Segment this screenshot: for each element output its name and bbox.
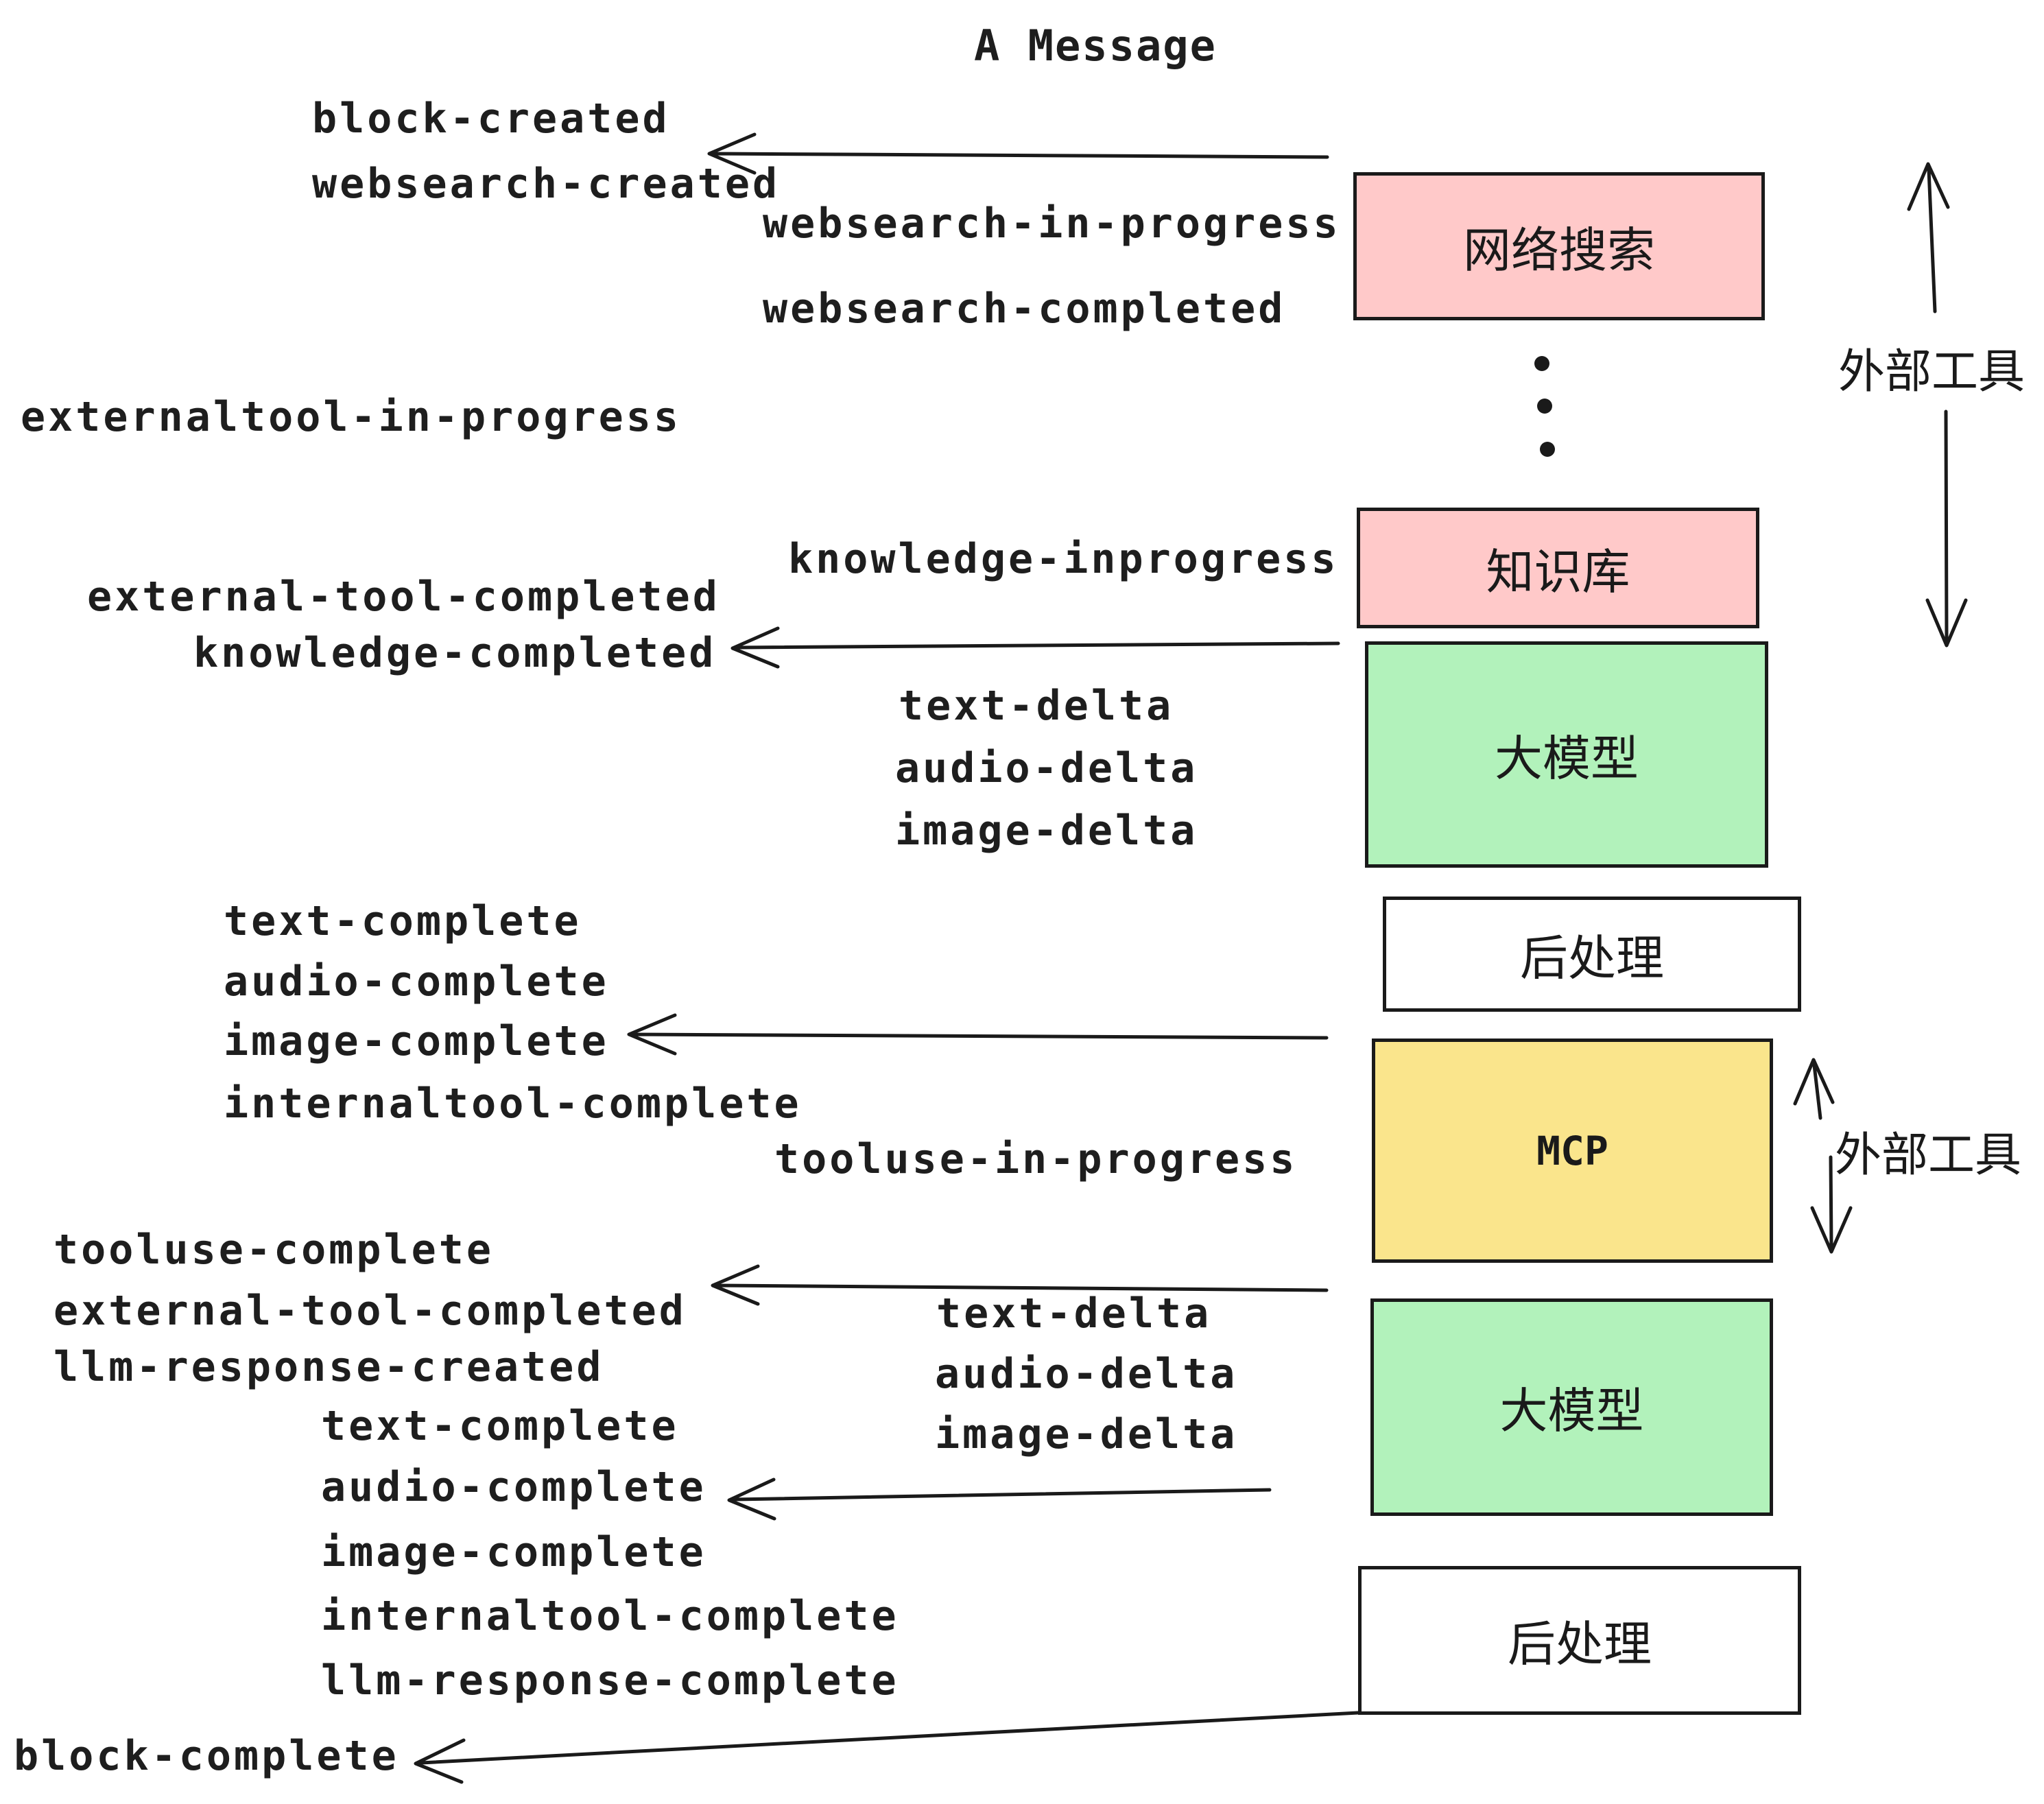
- websearch-box-label: 网络搜索: [1463, 223, 1655, 277]
- arrow-to-block-complete-icon: [414, 1711, 1360, 1784]
- event-tooluse-complete: tooluse-complete: [54, 1226, 494, 1274]
- external-tools-label-1: 外部工具: [1838, 346, 2025, 398]
- event-llm-response-created: llm-response-created: [54, 1343, 604, 1391]
- event-websearch-in-progress: websearch-in-progress: [763, 200, 1341, 248]
- postprocess-box-2-label: 后处理: [1508, 1617, 1652, 1671]
- llm-box-1: 大模型: [1365, 641, 1768, 868]
- postprocess-box-1: 后处理: [1383, 897, 1801, 1012]
- event-block-complete: block-complete: [14, 1732, 399, 1780]
- external-tools-down-arrow-icon-1: [1925, 410, 1968, 648]
- event-audio-delta-2: audio-delta: [935, 1350, 1238, 1398]
- llm-box-2: 大模型: [1370, 1298, 1773, 1516]
- mcp-box: MCP: [1372, 1039, 1773, 1263]
- llm-box-2-label: 大模型: [1499, 1384, 1644, 1438]
- mcp-box-label: MCP: [1536, 1127, 1608, 1174]
- event-tooluse-in-progress: tooluse-in-progress: [774, 1135, 1298, 1183]
- event-knowledge-completed: knowledge-completed: [193, 629, 717, 677]
- knowledge-box-label: 知识库: [1486, 545, 1630, 599]
- event-text-complete: text-complete: [224, 897, 582, 945]
- event-text-delta: text-delta: [899, 682, 1174, 730]
- event-text-delta-2: text-delta: [936, 1290, 1212, 1338]
- event-externaltool-in-progress: externaltool-in-progress: [21, 393, 681, 441]
- event-knowledge-inprogress: knowledge-inprogress: [788, 535, 1339, 583]
- postprocess-box-2: 后处理: [1358, 1566, 1801, 1715]
- event-image-complete: image-complete: [224, 1017, 609, 1065]
- event-external-tool-completed: external-tool-completed: [87, 573, 720, 621]
- event-internaltool-complete-2: internaltool-complete: [321, 1592, 899, 1640]
- event-external-tool-completed-2: external-tool-completed: [54, 1287, 687, 1335]
- event-image-complete-2: image-complete: [321, 1528, 706, 1576]
- arrow-to-knowledge-completed-icon: [730, 626, 1340, 669]
- arrow-to-block-created-icon: [707, 132, 1329, 175]
- event-websearch-created: websearch-created: [312, 160, 781, 208]
- event-websearch-completed: websearch-completed: [763, 285, 1286, 333]
- event-audio-complete-2: audio-complete: [321, 1463, 706, 1511]
- vertical-ellipsis-icon: [1534, 356, 1555, 457]
- diagram-title: A Message: [974, 21, 1217, 71]
- websearch-box: 网络搜索: [1353, 172, 1765, 320]
- postprocess-box-1-label: 后处理: [1520, 931, 1664, 985]
- llm-box-1-label: 大模型: [1495, 731, 1639, 785]
- external-tools-up-arrow-icon-1: [1907, 162, 1950, 313]
- knowledge-box: 知识库: [1357, 508, 1759, 628]
- arrow-to-image-complete-icon: [627, 1013, 1329, 1056]
- event-llm-response-complete: llm-response-complete: [321, 1657, 899, 1705]
- event-text-complete-2: text-complete: [321, 1402, 679, 1450]
- event-audio-complete: audio-complete: [224, 958, 609, 1006]
- event-image-delta-2: image-delta: [935, 1410, 1238, 1458]
- event-image-delta: image-delta: [895, 807, 1198, 855]
- external-tools-up-arrow-icon-2: [1793, 1058, 1835, 1120]
- event-internaltool-complete: internaltool-complete: [224, 1080, 802, 1128]
- event-block-created: block-created: [312, 95, 670, 143]
- arrow-to-audio-complete-icon: [727, 1477, 1272, 1521]
- external-tools-label-2: 外部工具: [1835, 1129, 2022, 1181]
- event-audio-delta: audio-delta: [895, 744, 1198, 792]
